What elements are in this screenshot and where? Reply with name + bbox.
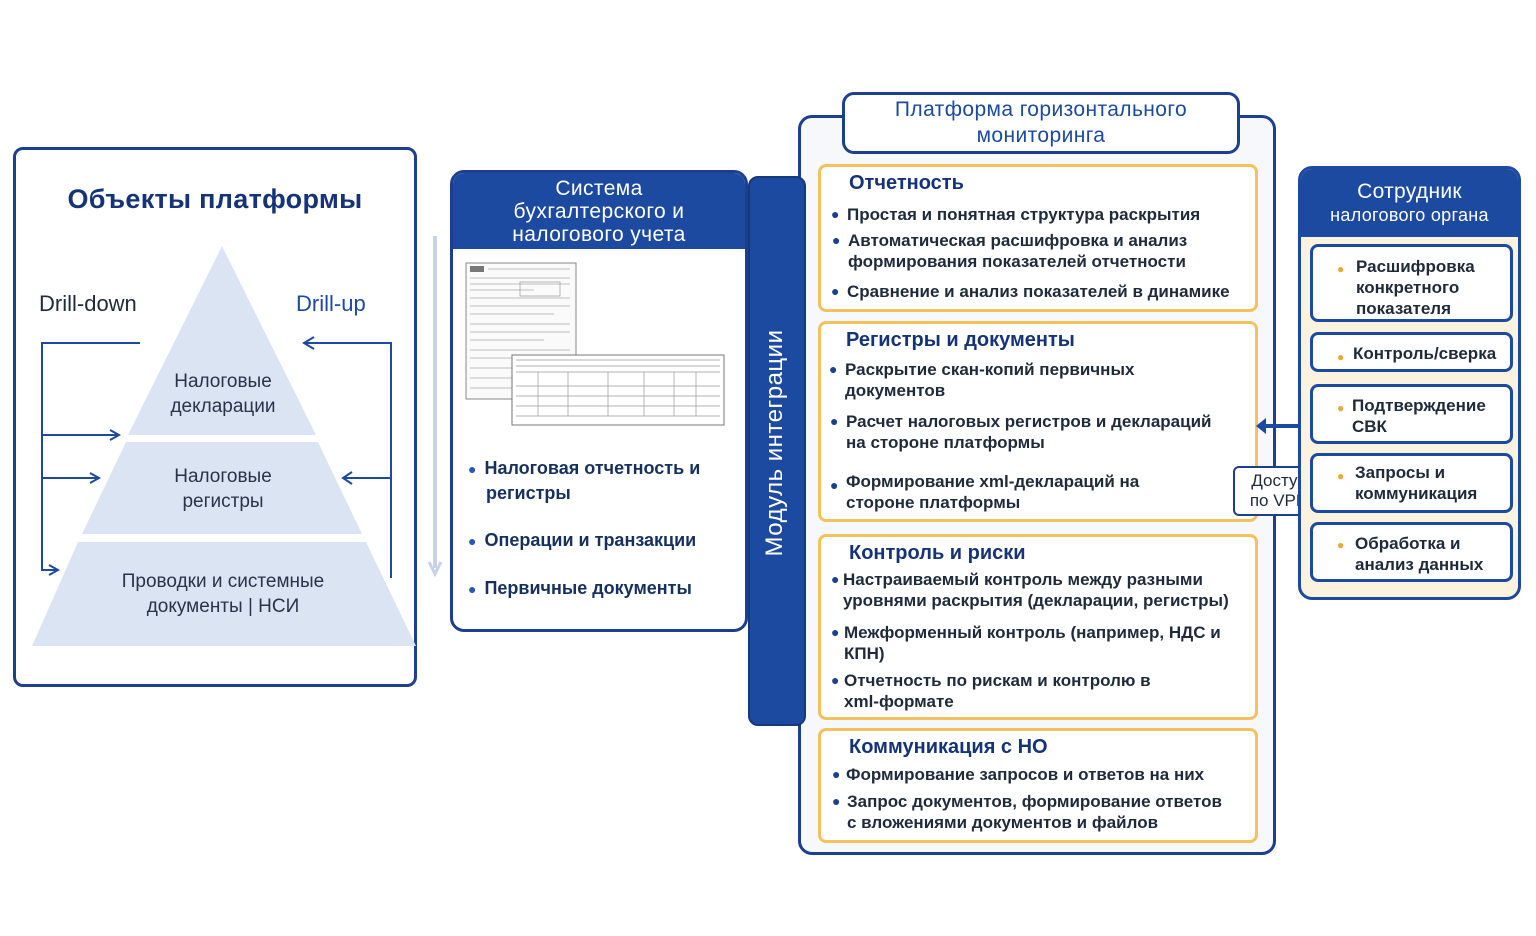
pyramid-text-postings: Проводки и системные документы | НСИ bbox=[121, 571, 325, 617]
section-registers-title: Регистры и документы bbox=[846, 329, 1075, 351]
section-item: ●Запрос документов, формирование ответов… bbox=[832, 792, 1222, 832]
tax-officer-header: Сотрудник налогового органа bbox=[1301, 169, 1518, 237]
integration-module-label: Модуль интеграции bbox=[761, 329, 788, 557]
section-registers: Регистры и документы ●Раскрытие скан-коп… bbox=[818, 321, 1258, 522]
accounting-bullet-operations: ●Операции и транзакции bbox=[468, 530, 697, 550]
monitoring-platform-title: Платформа горизонтального мониторинга bbox=[842, 92, 1240, 154]
section-item: ●Простая и понятная структура раскрытия bbox=[831, 205, 1201, 224]
tax-item-control-reconciliation: ● Контроль/сверка bbox=[1310, 332, 1513, 372]
pyramid-text-declarations: Налоговые декларации bbox=[170, 371, 276, 417]
accounting-bullet-primary-docs: ●Первичные документы bbox=[468, 578, 692, 598]
section-item: ●Сравнение и анализ показателей в динами… bbox=[831, 282, 1230, 301]
tax-item-data-processing: ● Обработка и анализ данных bbox=[1310, 522, 1513, 582]
section-reporting-title: Отчетность bbox=[849, 172, 964, 194]
drill-up-arrows bbox=[302, 336, 392, 578]
section-item: ●Расчет налоговых регистров и деклараций… bbox=[830, 412, 1212, 452]
pyramid-diagram bbox=[32, 246, 416, 646]
tax-item-svk-confirmation: ● Подтверждение СВК bbox=[1310, 384, 1513, 444]
tax-form-thumbnail-front bbox=[511, 354, 725, 426]
section-reporting: Отчетность ●Простая и понятная структура… bbox=[818, 164, 1258, 312]
tax-item-indicator-breakdown: ● Расшифровка конкретного показателя bbox=[1310, 244, 1513, 322]
pyramid-text-registers: Налоговые регистры bbox=[174, 466, 272, 512]
tax-item-requests-communication: ● Запросы и коммуникация bbox=[1310, 453, 1513, 513]
section-control-risks: Контроль и риски ●Настраиваемый контроль… bbox=[818, 534, 1258, 720]
accounting-system-header: Система бухгалтерского и налогового учет… bbox=[453, 173, 745, 249]
section-control-risks-title: Контроль и риски bbox=[849, 542, 1026, 564]
pyramid-level-bottom bbox=[32, 542, 416, 646]
drill-down-arrows bbox=[41, 342, 140, 576]
flow-down-arrow bbox=[427, 236, 443, 578]
section-communication-title: Коммуникация с НО bbox=[849, 736, 1048, 758]
accounting-bullet-reporting: ●Налоговая отчетность и регистры bbox=[468, 458, 701, 503]
drill-up-label: Drill-up bbox=[296, 291, 366, 316]
pyramid-level-middle bbox=[82, 442, 362, 534]
section-item: ●Формирование запросов и ответов на них bbox=[832, 765, 1205, 784]
section-communication: Коммуникация с НО ●Формирование запросов… bbox=[818, 728, 1258, 843]
platform-objects-title: Объекты платформы bbox=[67, 184, 363, 214]
integration-module-bar bbox=[748, 176, 806, 726]
pyramid-level-top bbox=[128, 246, 316, 435]
drill-down-label: Drill-down bbox=[39, 291, 137, 316]
document-thumbnails-image bbox=[465, 262, 725, 426]
